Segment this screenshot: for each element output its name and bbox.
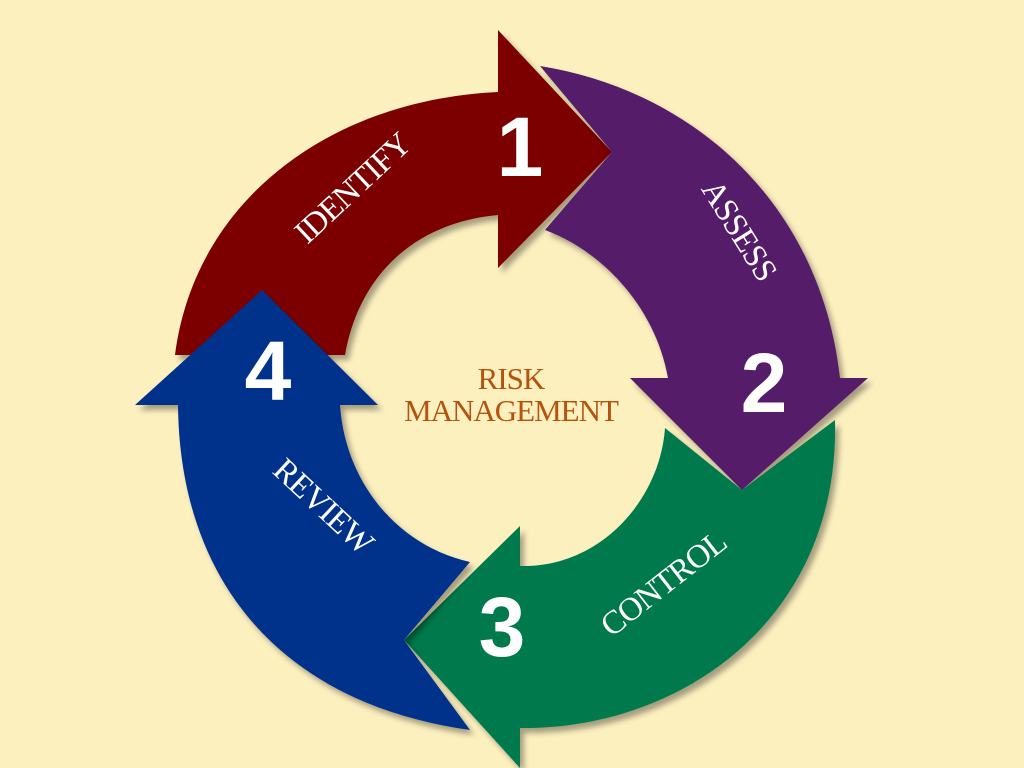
center-title-line1: RISK xyxy=(478,361,546,396)
center-title-line2: MANAGEMENT xyxy=(404,393,619,428)
step-3-number: 3 xyxy=(479,580,526,674)
step-4-number: 4 xyxy=(245,324,292,418)
step-1-arrow xyxy=(175,30,612,355)
step-3-arrow xyxy=(404,420,836,768)
step-2-number: 2 xyxy=(741,336,788,430)
step-2-arrow xyxy=(540,66,868,490)
step-4-arrow xyxy=(135,290,470,730)
step-1-number: 1 xyxy=(497,100,544,194)
